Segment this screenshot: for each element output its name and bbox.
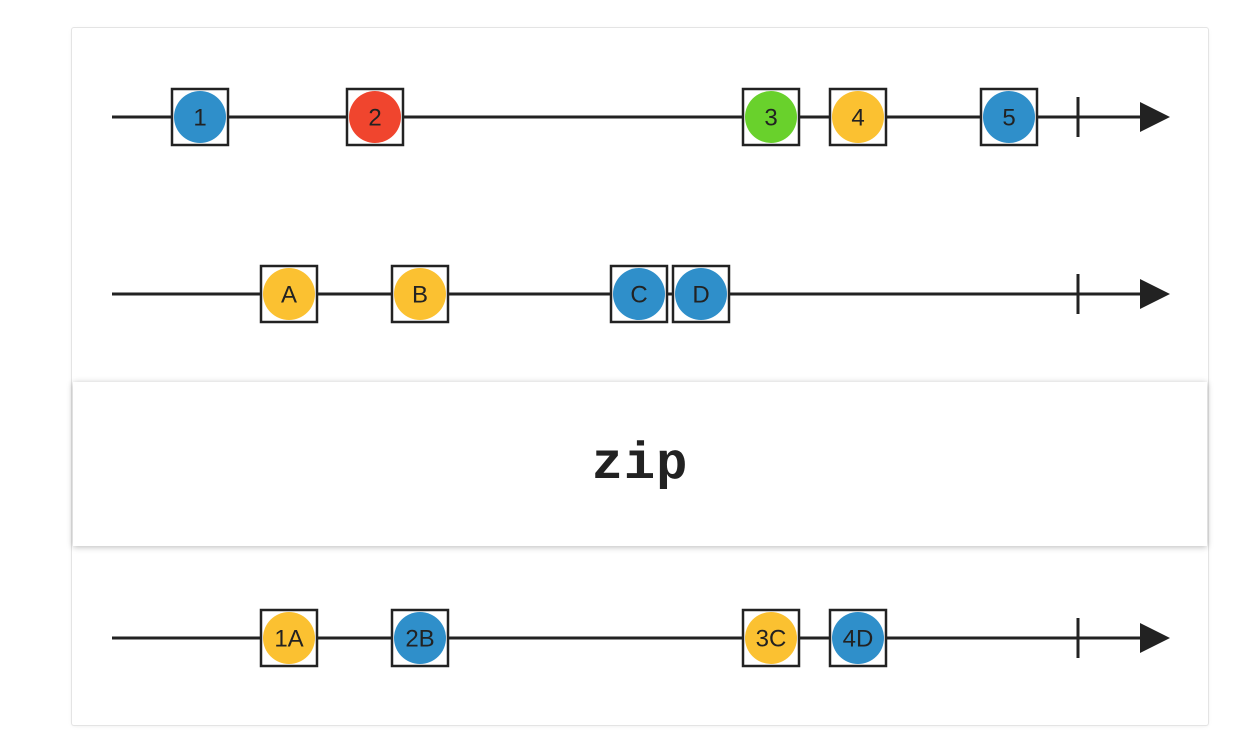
marble-4: 4 [828, 87, 888, 147]
arrow-head-icon [1140, 102, 1170, 132]
marble-circle [832, 612, 884, 664]
marble-circle [263, 268, 315, 320]
timeline-source-2: A B C D [112, 264, 1170, 324]
marble-label: 5 [1002, 105, 1015, 132]
marble-label: D [692, 282, 709, 309]
arrow-head-icon [1140, 623, 1170, 653]
marble-label: 2 [368, 105, 381, 132]
marble-circle [745, 91, 797, 143]
marble-label: B [412, 282, 428, 309]
marble-circle [349, 91, 401, 143]
marble-label: 4 [851, 105, 864, 132]
marble-circle [983, 91, 1035, 143]
marble-2: 2 [345, 87, 405, 147]
marble-2B: 2B [390, 608, 450, 668]
timeline-source-1: 1 2 3 4 5 [112, 87, 1170, 147]
marble-label: 4D [843, 626, 874, 653]
marble-circle [394, 612, 446, 664]
marble-5: 5 [979, 87, 1039, 147]
marble-circle [263, 612, 315, 664]
marble-B: B [390, 264, 450, 324]
marble-circle [174, 91, 226, 143]
marble-label: 3C [756, 626, 787, 653]
marble-circle [745, 612, 797, 664]
marble-circle [832, 91, 884, 143]
marble-1: 1 [170, 87, 230, 147]
marble-circle [394, 268, 446, 320]
marble-label: A [281, 282, 297, 309]
marble-A: A [259, 264, 319, 324]
arrow-head-icon [1140, 279, 1170, 309]
marble-label: 1A [274, 626, 303, 653]
marble-3C: 3C [741, 608, 801, 668]
marble-D: D [671, 264, 731, 324]
marble-circle [675, 268, 727, 320]
marble-label: C [630, 282, 647, 309]
marble-1A: 1A [259, 608, 319, 668]
operator-label: zip [591, 434, 689, 494]
marble-label: 3 [764, 105, 777, 132]
marble-3: 3 [741, 87, 801, 147]
marble-label: 1 [193, 105, 206, 132]
marble-4D: 4D [828, 608, 888, 668]
timeline-result: 1A 2B 3C 4D [112, 608, 1170, 668]
marble-C: C [609, 264, 669, 324]
marble-label: 2B [405, 626, 434, 653]
marble-circle [613, 268, 665, 320]
operator-box: zip [73, 382, 1207, 546]
